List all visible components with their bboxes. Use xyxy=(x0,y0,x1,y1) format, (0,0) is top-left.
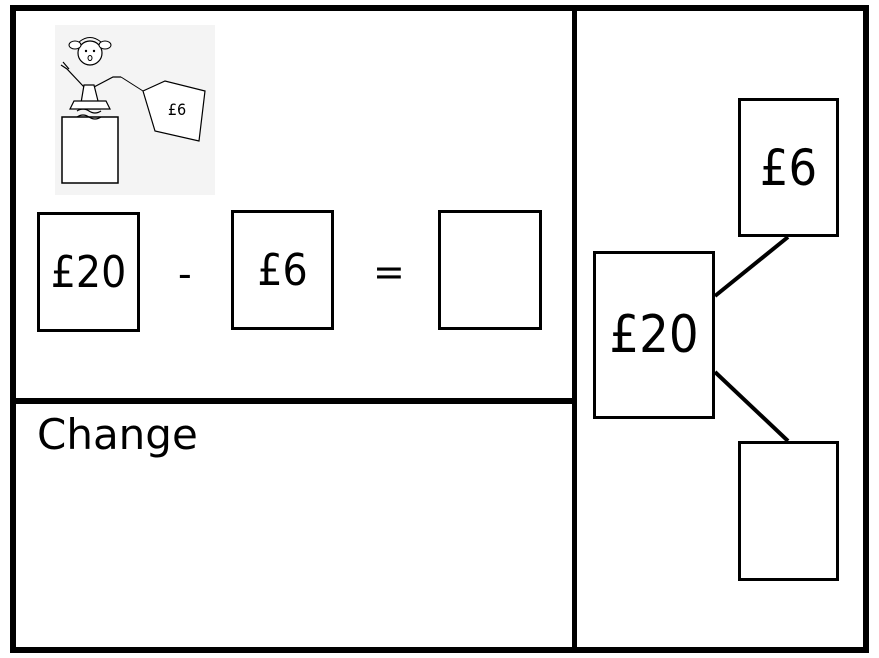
change-label: Change xyxy=(37,410,198,459)
connector-line-upper xyxy=(713,235,790,298)
connector-line-lower xyxy=(713,370,790,443)
row-divider xyxy=(10,398,577,404)
worksheet-frame xyxy=(10,5,869,653)
column-divider xyxy=(572,5,577,653)
equation-answer-box[interactable] xyxy=(438,210,542,330)
missing-part-box[interactable] xyxy=(738,441,839,581)
toy-jack-in-the-box-illustration: £6 xyxy=(55,25,215,195)
known-part-box: £6 xyxy=(738,98,839,237)
equals-sign: = xyxy=(373,250,405,294)
minus-sign: - xyxy=(178,252,192,296)
equation-operand-b-box: £6 xyxy=(231,210,334,330)
price-tag-label: £6 xyxy=(168,100,186,119)
equation-operand-a-box: £20 xyxy=(37,212,140,332)
whole-box: £20 xyxy=(593,251,715,419)
